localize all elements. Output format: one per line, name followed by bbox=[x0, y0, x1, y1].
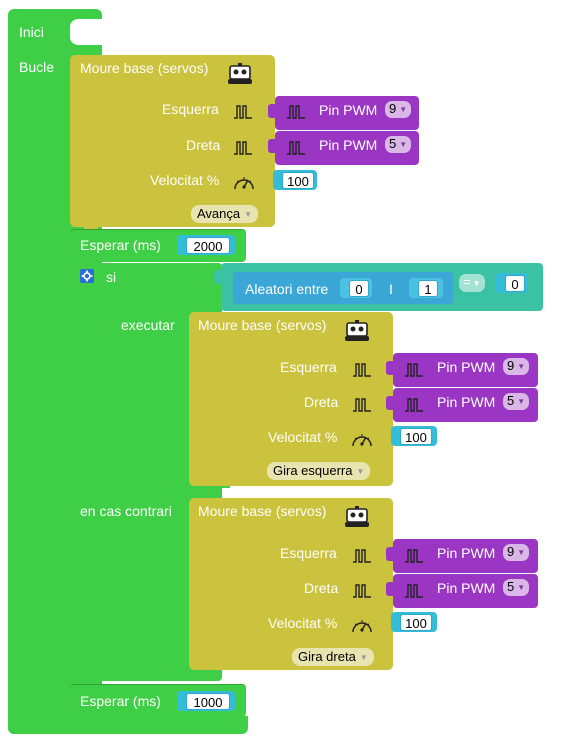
pin-label: Pin PWM bbox=[437, 359, 496, 375]
pin-label: Pin PWM bbox=[319, 102, 378, 118]
dropdown-arrow-icon: ▼ bbox=[244, 210, 253, 219]
pwm-signal-icon bbox=[233, 104, 253, 120]
dropdown-arrow-icon: ▼ bbox=[399, 140, 408, 149]
pin-label: Pin PWM bbox=[437, 394, 496, 410]
dropdown-arrow-icon: ▼ bbox=[517, 583, 526, 592]
pwm-signal-icon bbox=[286, 104, 306, 120]
pwm-signal-icon bbox=[352, 548, 372, 564]
compare-operator-value: = bbox=[463, 274, 471, 289]
dropdown-arrow-icon: ▼ bbox=[399, 105, 408, 114]
pwm-signal-icon bbox=[404, 397, 424, 413]
speed-label: Velocitat % bbox=[150, 172, 220, 188]
speedometer-icon bbox=[232, 172, 256, 192]
dropdown-arrow-icon: ▼ bbox=[359, 653, 368, 662]
direction-dropdown[interactable]: Avança▼ bbox=[191, 205, 259, 223]
pin-label: Pin PWM bbox=[437, 545, 496, 561]
compare-value-field[interactable]: 0 bbox=[505, 275, 525, 292]
pwm-signal-icon bbox=[352, 362, 372, 378]
pin-dropdown[interactable]: 5▼ bbox=[385, 136, 412, 153]
pin-value: 5 bbox=[507, 579, 515, 594]
left-motor-label: Esquerra bbox=[162, 101, 219, 117]
pin-value: 9 bbox=[389, 101, 397, 116]
wait-value-field[interactable]: 1000 bbox=[186, 693, 230, 710]
pin-value: 9 bbox=[507, 544, 515, 559]
pwm-signal-icon bbox=[233, 140, 253, 156]
wait-value-field[interactable]: 2000 bbox=[186, 237, 230, 254]
loop-label: Bucle bbox=[19, 59, 55, 75]
speed-value-field[interactable]: 100 bbox=[400, 614, 432, 631]
pwm-signal-icon bbox=[352, 583, 372, 599]
robot-icon bbox=[226, 62, 254, 86]
random-min-field[interactable]: 0 bbox=[349, 280, 369, 297]
wait-label: Esperar (ms) bbox=[80, 693, 161, 709]
pin-label: Pin PWM bbox=[437, 580, 496, 596]
move-base-title: Moure base (servos) bbox=[198, 317, 327, 333]
speed-label: Velocitat % bbox=[268, 615, 338, 631]
gear-icon[interactable] bbox=[80, 269, 94, 283]
compare-operator-dropdown[interactable]: =▼ bbox=[459, 274, 485, 292]
pin-value: 5 bbox=[389, 136, 397, 151]
dropdown-arrow-icon: ▼ bbox=[517, 548, 526, 557]
right-motor-label: Dreta bbox=[186, 137, 221, 153]
wait-label: Esperar (ms) bbox=[80, 237, 161, 253]
right-motor-label: Dreta bbox=[304, 394, 339, 410]
pwm-signal-icon bbox=[404, 362, 424, 378]
speedometer-icon bbox=[350, 429, 374, 449]
direction-value: Avança bbox=[197, 206, 241, 221]
direction-value: Gira dreta bbox=[298, 649, 356, 664]
direction-value: Gira esquerra bbox=[273, 463, 353, 478]
direction-dropdown[interactable]: Gira dreta▼ bbox=[292, 648, 374, 666]
pin-dropdown[interactable]: 9▼ bbox=[385, 101, 412, 118]
pin-dropdown[interactable]: 5▼ bbox=[503, 393, 530, 410]
dropdown-arrow-icon: ▼ bbox=[472, 279, 481, 288]
random-max-field[interactable]: 1 bbox=[418, 280, 438, 297]
dropdown-arrow-icon: ▼ bbox=[356, 467, 365, 476]
dropdown-arrow-icon: ▼ bbox=[517, 362, 526, 371]
speed-value-field[interactable]: 100 bbox=[400, 428, 432, 445]
robot-icon bbox=[343, 319, 371, 343]
left-motor-label: Esquerra bbox=[280, 359, 337, 375]
pin-value: 9 bbox=[507, 358, 515, 373]
pwm-signal-icon bbox=[286, 140, 306, 156]
direction-dropdown[interactable]: Gira esquerra▼ bbox=[267, 462, 371, 480]
speedometer-icon bbox=[350, 615, 374, 635]
start-label: Inici bbox=[19, 24, 44, 40]
robot-icon bbox=[343, 505, 371, 529]
move-base-title: Moure base (servos) bbox=[198, 503, 327, 519]
if-label: si bbox=[106, 269, 117, 285]
else-label: en cas contrari bbox=[80, 503, 172, 519]
pin-dropdown[interactable]: 5▼ bbox=[503, 579, 530, 596]
pin-label: Pin PWM bbox=[319, 137, 378, 153]
pwm-signal-icon bbox=[404, 548, 424, 564]
left-motor-label: Esquerra bbox=[280, 545, 337, 561]
speed-label: Velocitat % bbox=[268, 429, 338, 445]
move-base-title: Moure base (servos) bbox=[80, 60, 209, 76]
random-and-label: I bbox=[389, 281, 393, 297]
pin-dropdown[interactable]: 9▼ bbox=[503, 544, 530, 561]
pwm-signal-icon bbox=[352, 397, 372, 413]
right-motor-label: Dreta bbox=[304, 580, 339, 596]
pwm-signal-icon bbox=[404, 583, 424, 599]
pin-dropdown[interactable]: 9▼ bbox=[503, 358, 530, 375]
speed-value-field[interactable]: 100 bbox=[282, 172, 314, 189]
random-label: Aleatori entre bbox=[245, 281, 329, 297]
do-label: executar bbox=[121, 317, 175, 333]
pin-value: 5 bbox=[507, 393, 515, 408]
dropdown-arrow-icon: ▼ bbox=[517, 397, 526, 406]
